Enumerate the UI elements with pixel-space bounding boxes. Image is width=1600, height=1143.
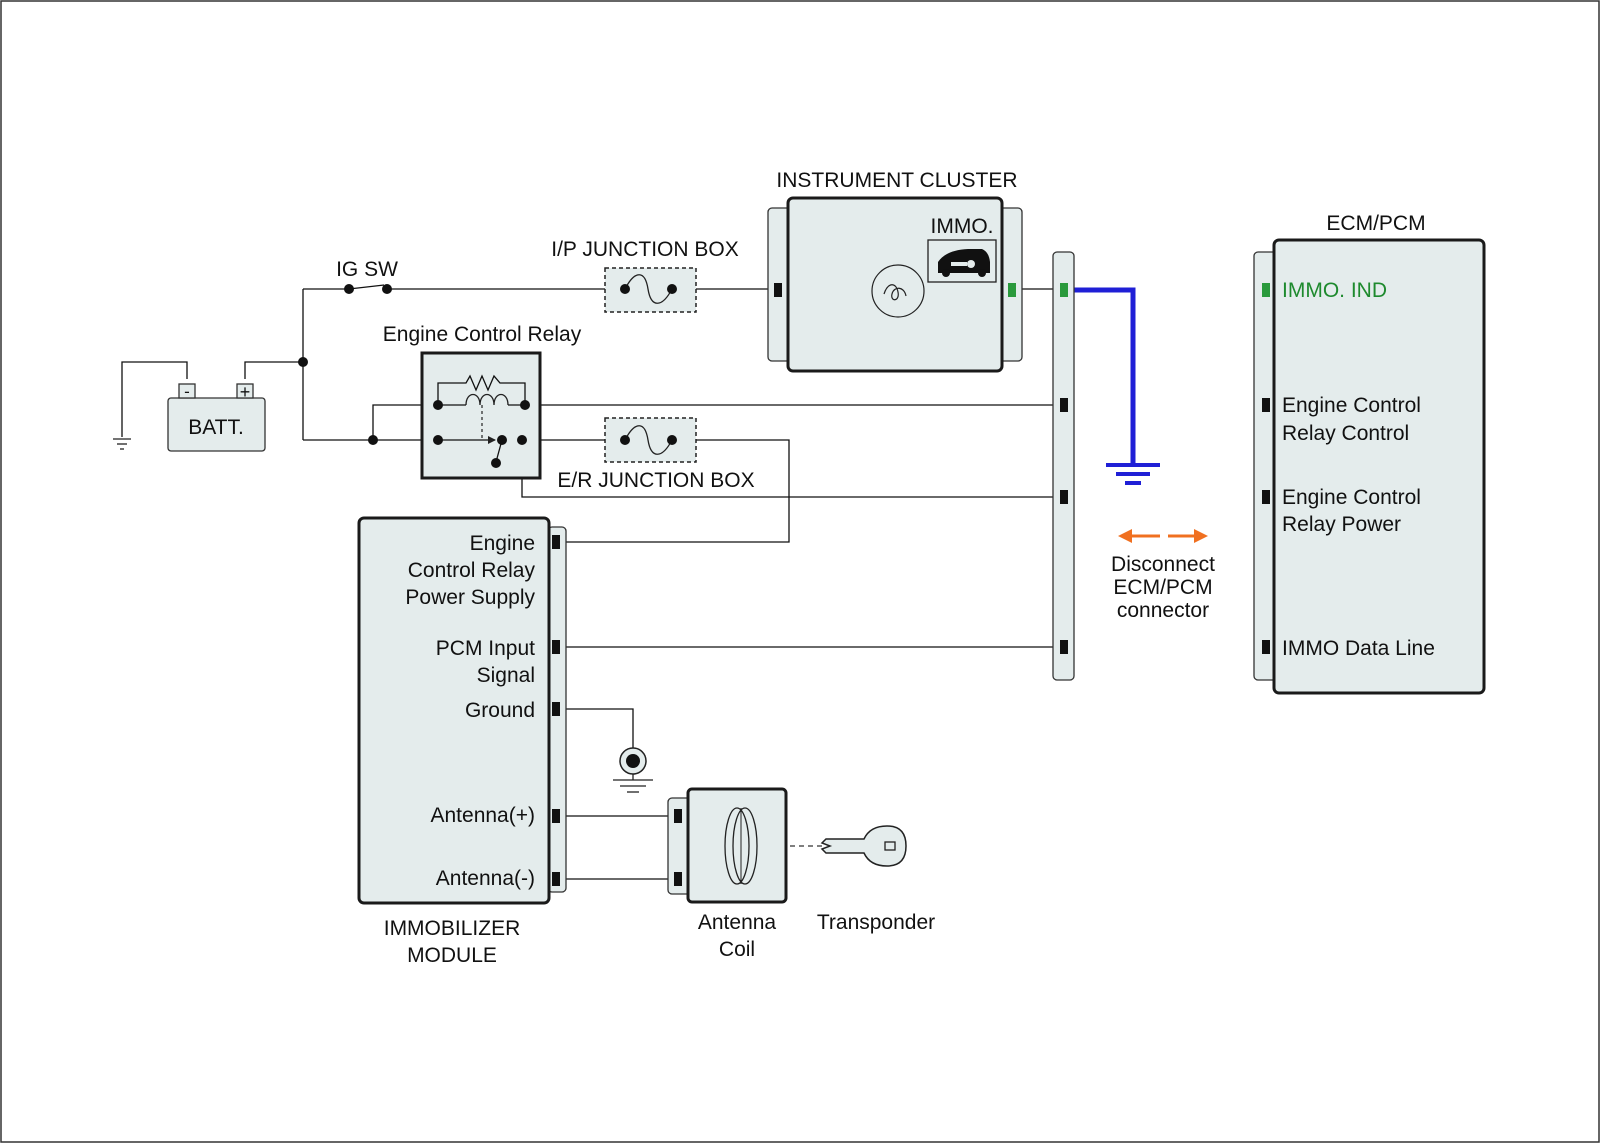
wiring	[121, 284, 1160, 880]
battery-label: BATT.	[188, 416, 244, 439]
coil-pin-minus	[674, 872, 682, 886]
ecm-pin-relay-power	[1262, 490, 1270, 504]
immo-pin-antenna-plus	[552, 809, 560, 823]
erjb-to-immobilizer-wire	[562, 439, 790, 543]
immo-pin-relay-supply-label-3: Power Supply	[405, 586, 535, 609]
antenna-coil-label-1: Antenna	[698, 911, 777, 934]
relay-feed-node	[368, 435, 378, 445]
battery-body	[167, 397, 266, 452]
immo-pin-pcm-input-label-1: PCM Input	[436, 637, 535, 660]
battery-positive-wire	[244, 361, 303, 379]
relay-coil-feed-wire	[372, 404, 438, 440]
strip-pin-data-line	[1060, 640, 1068, 654]
antenna-coil-label-2: Coil	[719, 938, 755, 961]
immo-pin-relay-supply-label-1: Engine	[470, 532, 535, 555]
immobilizer-ground-symbol	[613, 747, 653, 793]
strip-pin-relay-control	[1060, 398, 1068, 412]
harness-connector-strip	[1052, 251, 1075, 681]
ecm-pin-immo-ind-label: IMMO. IND	[1282, 279, 1387, 302]
disconnect-note-line-1: Disconnect	[1111, 553, 1215, 576]
immo-pin-antenna-plus-label: Antenna(+)	[431, 804, 536, 827]
ip-junction-box-label: I/P JUNCTION BOX	[551, 238, 738, 261]
battery-neg-terminal	[178, 383, 196, 399]
ecm-pcm-module	[1253, 238, 1486, 695]
disconnect-note-line-2: ECM/PCM	[1113, 576, 1212, 599]
strip-pin-immo	[1060, 283, 1068, 297]
engine-control-relay	[420, 351, 542, 480]
ecm-pin-data-line	[1262, 640, 1270, 654]
battery: - + BATT.	[167, 382, 266, 452]
battery-pos-terminal	[236, 383, 254, 399]
immobilizer-module-label-1: IMMOBILIZER	[384, 917, 521, 940]
ecm-pin-relay-power-label-2: Relay Power	[1282, 513, 1401, 536]
ecm-pin-data-line-label: IMMO Data Line	[1282, 637, 1435, 660]
highlight-ground-symbol	[1106, 463, 1160, 485]
ecm-pin-relay-control	[1262, 398, 1270, 412]
immo-pin-relay-supply	[552, 535, 560, 549]
immo-ind-highlight-wire	[1064, 287, 1136, 463]
antenna-coil	[667, 787, 788, 904]
immo-pin-pcm-input-label-2: Signal	[477, 664, 535, 687]
cluster-lamp	[871, 264, 925, 318]
ecm-pin-relay-control-label-2: Relay Control	[1282, 422, 1409, 445]
strip-pin-relay-power	[1060, 490, 1068, 504]
ecm-pin-relay-power-label-1: Engine Control	[1282, 486, 1421, 509]
ecm-pcm-label: ECM/PCM	[1326, 212, 1425, 235]
ecm-pin-immo-ind	[1262, 283, 1270, 297]
immo-pin-pcm-input	[552, 640, 560, 654]
immo-indicator-label: IMMO.	[931, 215, 994, 238]
er-junction-box-fuse	[604, 417, 697, 463]
immo-pin-antenna-minus	[552, 872, 560, 886]
main-junction-node	[298, 357, 308, 367]
immo-pin-ground-label: Ground	[465, 699, 535, 722]
immo-pin-antenna-minus-label: Antenna(-)	[436, 867, 535, 890]
immobilizer-ground-wire	[562, 708, 634, 748]
disconnect-note-line-3: connector	[1117, 599, 1209, 622]
immobilizer-module-label-2: MODULE	[407, 944, 497, 967]
car-key-icon	[938, 249, 990, 277]
er-junction-box-label: E/R JUNCTION BOX	[557, 469, 754, 492]
cluster-immo-pin	[1008, 283, 1016, 297]
ecm-pin-relay-control-label-1: Engine Control	[1282, 394, 1421, 417]
disconnect-arrows	[1118, 529, 1208, 543]
immo-pin-relay-supply-label-2: Control Relay	[408, 559, 536, 582]
ip-junction-box-fuse	[604, 267, 697, 313]
instrument-cluster: IMMO.	[767, 196, 1023, 373]
battery-pos-symbol: +	[240, 382, 251, 402]
igsw-contact-a	[344, 284, 354, 294]
transponder-label: Transponder	[817, 911, 935, 934]
cluster-input-pin	[774, 283, 782, 297]
instrument-cluster-label: INSTRUMENT CLUSTER	[776, 169, 1017, 192]
ig-sw-label: IG SW	[336, 258, 398, 281]
coil-winding-icon	[724, 807, 750, 885]
igsw-contact	[348, 284, 385, 290]
immobilizer-module	[357, 516, 567, 905]
key-icon	[820, 825, 907, 867]
engine-control-relay-label: Engine Control Relay	[383, 323, 582, 346]
battery-ground-symbol	[113, 438, 131, 450]
battery-ground-wire	[121, 361, 188, 437]
igsw-contact-b	[382, 284, 392, 294]
immo-pin-ground	[552, 702, 560, 716]
battery-neg-symbol: -	[184, 382, 190, 401]
coil-pin-plus	[674, 809, 682, 823]
